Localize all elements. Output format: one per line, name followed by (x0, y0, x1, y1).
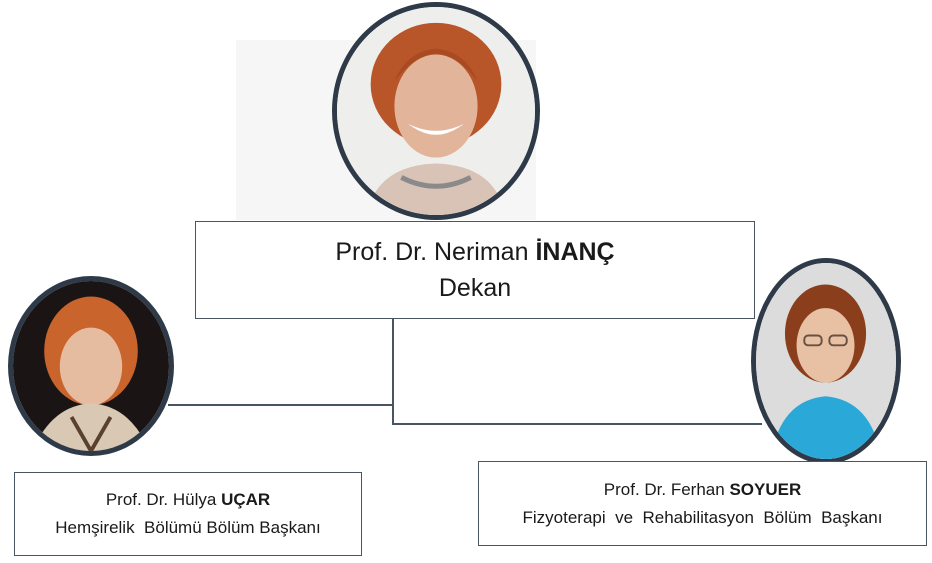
right-head-name: Prof. Dr. Ferhan SOYUER (603, 479, 802, 499)
dean-portrait (332, 2, 540, 220)
dean-box: Prof. Dr. Neriman İNANÇ Dekan (195, 221, 755, 319)
connector-left-branch (168, 404, 393, 406)
left-head-title: Hemşirelik Bölümü Bölüm Başkanı (55, 518, 321, 537)
left-head-portrait (8, 276, 174, 456)
connector-right-branch (392, 423, 762, 425)
right-head-title: Fizyoterapi ve Rehabilitasyon Bölüm Başk… (522, 507, 883, 527)
connector-dean-down (392, 318, 394, 425)
dean-title: Dekan (438, 274, 512, 302)
left-head-box: Prof. Dr. Hülya UÇAR Hemşirelik Bölümü B… (14, 472, 362, 556)
left-head-name: Prof. Dr. Hülya UÇAR (105, 490, 271, 509)
dean-name: Prof. Dr. Neriman İNANÇ (335, 238, 615, 266)
right-head-portrait (751, 258, 901, 464)
right-head-box: Prof. Dr. Ferhan SOYUER Fizyoterapi ve R… (478, 461, 927, 546)
